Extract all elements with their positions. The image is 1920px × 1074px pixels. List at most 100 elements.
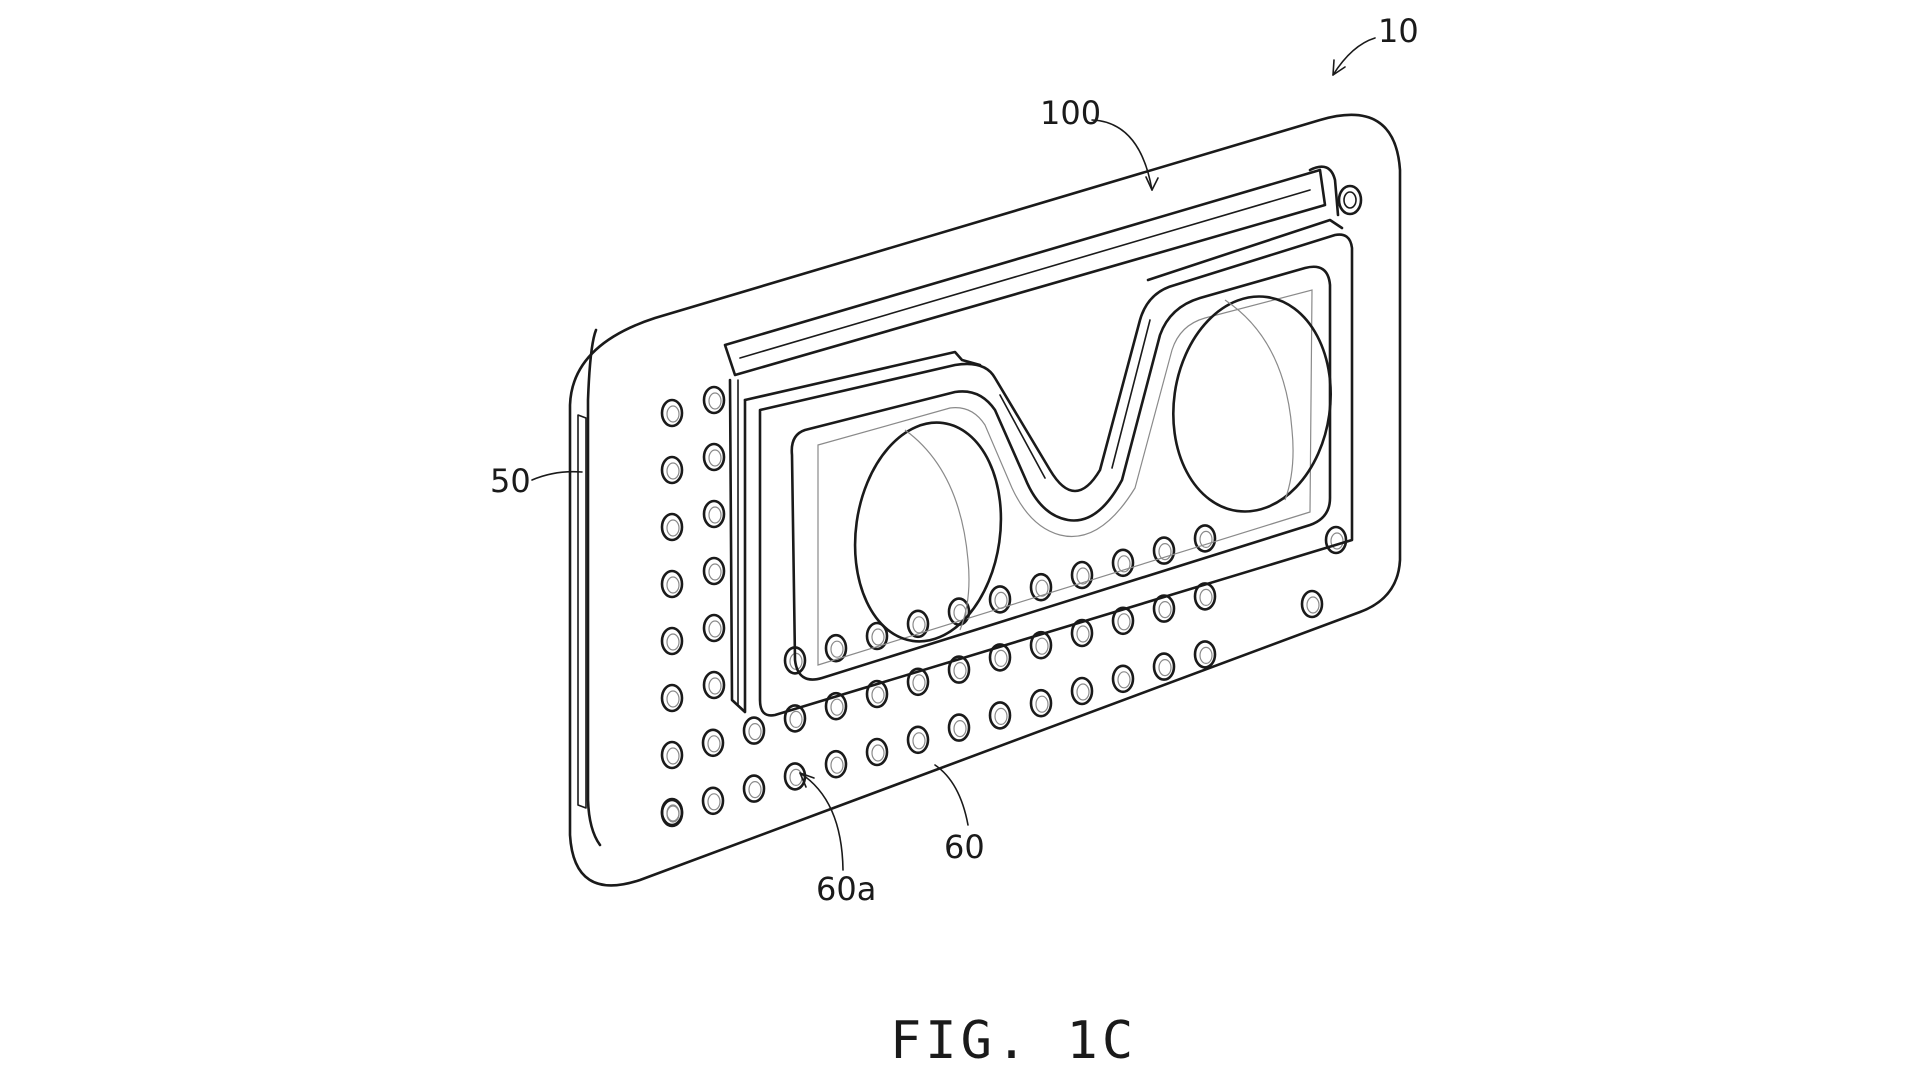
hole <box>660 798 684 828</box>
right-lens <box>1172 295 1332 513</box>
phone-case <box>568 113 1402 887</box>
hole <box>1029 572 1053 602</box>
hole <box>660 512 684 542</box>
hole <box>1111 606 1135 636</box>
hole-inner <box>748 722 762 741</box>
hole-inner <box>830 756 844 774</box>
hole-inner <box>871 628 885 646</box>
hole-inner <box>994 649 1008 668</box>
hole-inner <box>708 563 722 581</box>
hole-60a <box>742 774 766 803</box>
leader-10 <box>1332 37 1376 76</box>
headset-inner-panel <box>790 265 1332 681</box>
hole-inner <box>666 747 680 765</box>
leader-lines <box>531 37 1376 871</box>
headset-inner-bevel <box>817 289 1313 666</box>
hole-inner <box>830 698 844 716</box>
hole <box>824 691 848 721</box>
hole <box>906 667 930 697</box>
hole-inner <box>912 674 926 692</box>
hole <box>1111 548 1135 578</box>
hole <box>865 737 889 767</box>
case-camera-hole <box>1337 184 1363 216</box>
hole-inner <box>1076 567 1090 585</box>
hole <box>702 499 726 529</box>
headset-top-flange <box>743 218 1344 402</box>
label-100: 100 <box>1040 94 1101 132</box>
hole-inner <box>708 677 722 695</box>
hole <box>824 749 848 779</box>
hole <box>1193 640 1217 669</box>
hole-inner <box>708 392 722 410</box>
hole-inner <box>1199 646 1213 665</box>
perforation-holes <box>660 385 1348 828</box>
hole <box>660 398 684 428</box>
leader-60a <box>799 772 844 871</box>
hole <box>1070 676 1094 706</box>
hole-inner <box>953 719 967 738</box>
hole-inner <box>707 735 721 753</box>
leader-100 <box>1091 119 1153 191</box>
headset-left-side <box>728 378 747 714</box>
headset-rail-outer <box>723 168 1327 377</box>
hole <box>701 728 725 758</box>
hole <box>1152 536 1176 565</box>
leader-60a-arrowhead <box>799 772 815 788</box>
hole <box>1111 664 1135 694</box>
case-outer-outline <box>568 113 1402 887</box>
hole-inner <box>1076 683 1090 701</box>
hole-inner <box>953 661 967 680</box>
label-60: 60 <box>944 828 985 866</box>
hole <box>1070 560 1094 590</box>
hole <box>906 609 930 639</box>
hole-inner <box>666 462 680 480</box>
label-50: 50 <box>490 462 531 500</box>
case-camera-hole-inner <box>1343 191 1357 209</box>
hole-inner <box>1199 588 1213 607</box>
hole <box>1029 630 1053 660</box>
hole-inner <box>912 732 926 750</box>
headset-front-plate <box>758 233 1354 717</box>
hole <box>988 701 1012 730</box>
hole-inner <box>1117 613 1131 631</box>
label-60a: 60a <box>816 870 876 908</box>
hole <box>906 725 930 755</box>
hole <box>865 621 889 651</box>
vr-headset <box>723 165 1354 717</box>
hole-inner <box>1076 625 1090 643</box>
hole <box>783 704 807 733</box>
left-lens <box>853 421 1003 643</box>
hole <box>865 679 889 709</box>
hole <box>702 613 726 643</box>
hole-inner <box>666 633 680 651</box>
hole <box>1152 652 1176 681</box>
hole <box>988 643 1012 672</box>
hole <box>988 585 1012 614</box>
hole-inner <box>708 506 722 524</box>
leader-10-arrowhead <box>1332 59 1346 76</box>
hole-inner <box>707 793 721 811</box>
hole <box>947 655 971 684</box>
hole-inner <box>830 640 844 658</box>
headset-rail-end <box>1308 165 1340 217</box>
hole <box>701 786 725 816</box>
hole <box>702 442 726 472</box>
hole-inner <box>666 690 680 708</box>
hole-inner <box>1158 542 1172 561</box>
hole <box>1324 525 1348 555</box>
hole-inner <box>1035 579 1049 597</box>
hole-inner <box>666 405 680 423</box>
hole <box>660 569 684 599</box>
hole <box>1152 594 1176 623</box>
hole-inner <box>871 686 885 704</box>
hole <box>947 713 971 742</box>
label-10: 10 <box>1378 12 1419 50</box>
hole <box>702 385 726 415</box>
hole-inner <box>871 744 885 762</box>
hole-inner <box>666 576 680 594</box>
case-side-slot <box>577 414 587 809</box>
hole-inner <box>1035 637 1049 655</box>
hole-inner <box>994 591 1008 610</box>
